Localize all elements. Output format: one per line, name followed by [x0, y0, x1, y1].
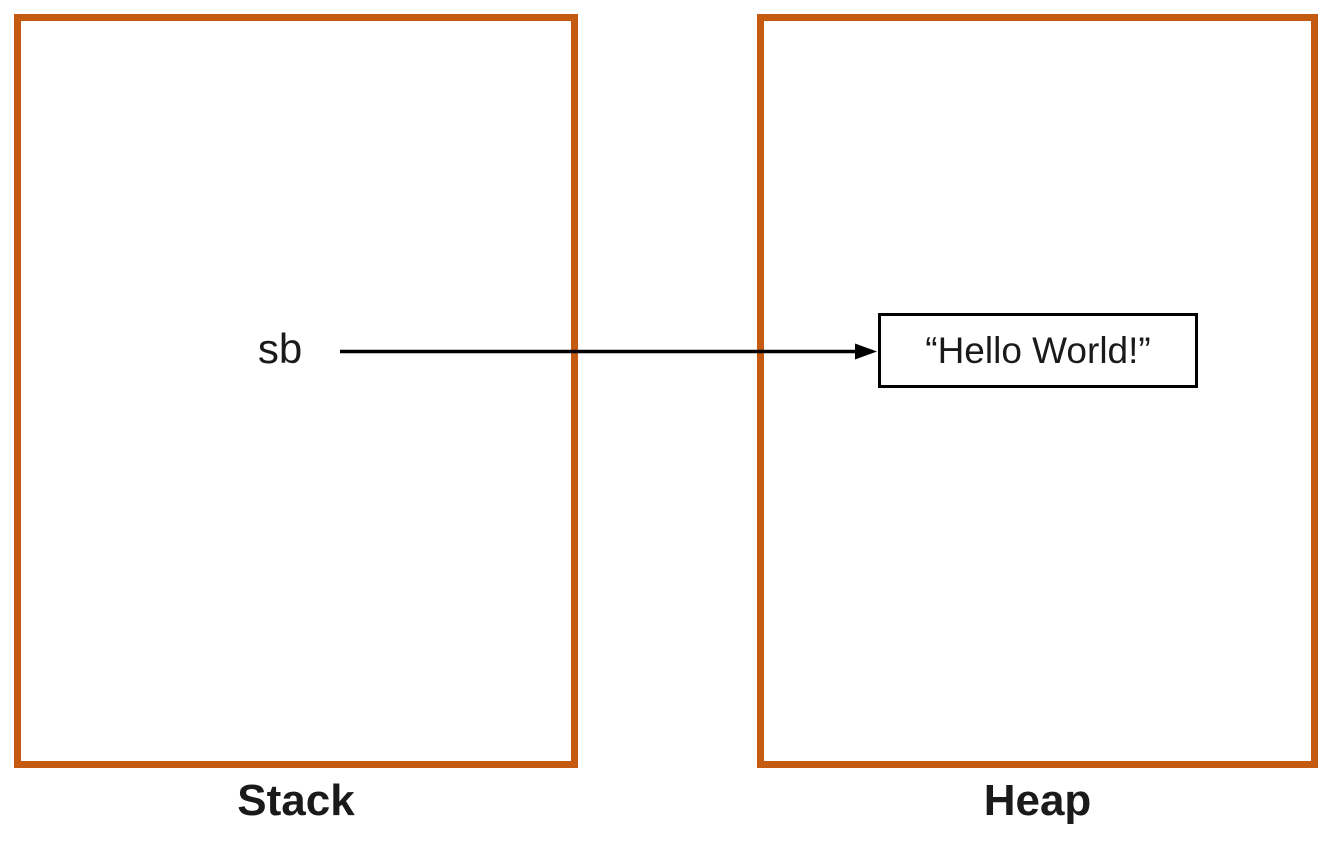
stack-variable-label: sb	[257, 325, 303, 372]
heap-region-box	[757, 14, 1318, 768]
heap-object-value: “Hello World!”	[925, 329, 1151, 371]
heap-object-box: “Hello World!”	[878, 313, 1198, 388]
stack-region-label: Stack	[237, 776, 355, 825]
heap-region-label: Heap	[983, 776, 1092, 825]
stack-region-box	[14, 14, 578, 768]
